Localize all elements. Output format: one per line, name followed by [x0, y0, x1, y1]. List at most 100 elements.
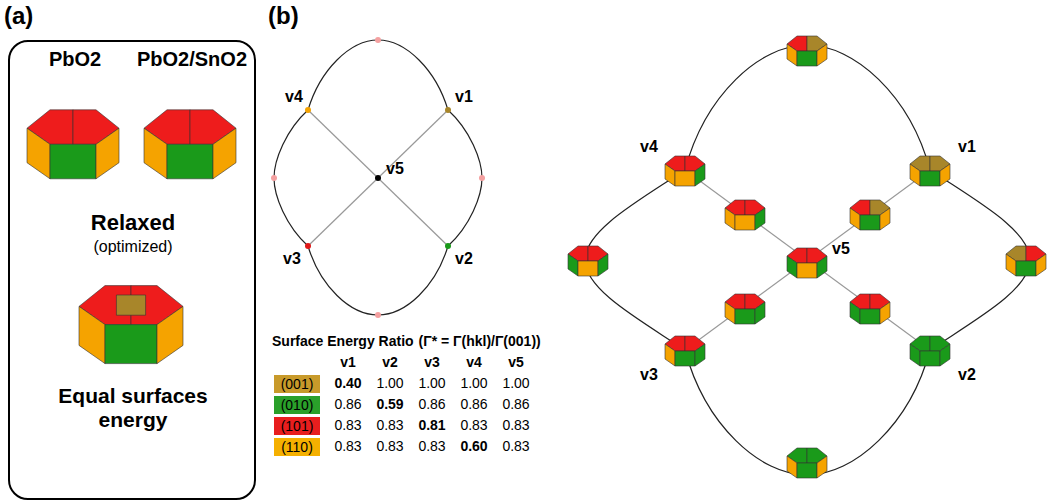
- crystal-shape: [787, 36, 827, 66]
- crystal-face: [817, 44, 827, 66]
- crystal-face: [665, 344, 675, 366]
- table-cell: (101): [274, 417, 320, 435]
- table-cell: 0.40: [334, 375, 361, 391]
- vertex-label: v1: [455, 88, 473, 106]
- crystal-face: [1016, 261, 1036, 276]
- graph-left: [274, 40, 482, 315]
- crystal-face: [27, 128, 50, 179]
- midpoint-dot: [375, 312, 381, 318]
- crystal-shape: [725, 200, 765, 230]
- vertex-label: v5: [832, 240, 850, 258]
- table-cell: (010): [274, 396, 320, 414]
- panel-text: (optimized): [93, 238, 172, 256]
- graph-dots: [271, 37, 485, 318]
- table-cell: 0.83: [502, 438, 529, 454]
- crystal-face: [817, 256, 827, 278]
- vertex-label: v3: [640, 366, 658, 384]
- vertex-dot: [445, 243, 451, 249]
- panel-letter: (a): [4, 2, 33, 30]
- crystal-face: [665, 164, 675, 186]
- table-cell: (110): [274, 438, 320, 456]
- crystal-face: [755, 208, 765, 230]
- crystal-face: [860, 309, 880, 324]
- crystal-face: [910, 164, 920, 186]
- table-cell: 0.83: [334, 438, 361, 454]
- table-cell: 0.83: [418, 438, 445, 454]
- crystal-face: [96, 128, 119, 179]
- table-cell: (001): [274, 375, 320, 393]
- crystal-face: [144, 128, 167, 179]
- crystal-face: [797, 51, 817, 66]
- vertex-dot: [375, 175, 381, 181]
- graph-diagonal: [685, 170, 930, 350]
- table-cell: 0.86: [334, 396, 361, 412]
- crystal-face: [1036, 254, 1046, 276]
- crystal-shape: [665, 336, 705, 366]
- table-cell: 0.83: [376, 438, 403, 454]
- crystal-face: [725, 208, 735, 230]
- table-cell: 0.81: [418, 417, 445, 433]
- crystal-face: [860, 215, 880, 230]
- vertex-label: v2: [958, 366, 976, 384]
- midpoint-dot: [271, 175, 277, 181]
- crystal-shape: [787, 448, 827, 478]
- crystal-shape: [850, 294, 890, 324]
- crystal-face: [787, 44, 797, 66]
- crystal-face: [850, 302, 860, 324]
- table-cell: 1.00: [460, 375, 487, 391]
- graph-diagonal: [308, 110, 448, 246]
- vertex-label: v5: [386, 160, 404, 178]
- graph-outline: [274, 40, 482, 315]
- crystal-shape: [787, 248, 827, 278]
- table-cell: 1.00: [418, 375, 445, 391]
- graph-right: [585, 45, 1030, 475]
- crystal-layer: [27, 36, 1046, 478]
- crystal-face: [116, 295, 145, 315]
- graph-outline: [585, 45, 1030, 475]
- panel-text: Relaxed: [91, 210, 175, 235]
- crystal-shape: [910, 336, 950, 366]
- crystal-shape: [1006, 246, 1046, 276]
- midpoint-dot: [375, 37, 381, 43]
- panel-text: PbO2: [49, 48, 101, 71]
- crystal-face: [920, 351, 940, 366]
- table-cell: 1.00: [376, 375, 403, 391]
- crystal-face: [675, 171, 695, 186]
- table-cell: 0.86: [502, 396, 529, 412]
- table-cell: 0.83: [502, 417, 529, 433]
- crystal-face: [735, 215, 755, 230]
- crystal-face: [940, 164, 950, 186]
- crystal-shape: [144, 110, 236, 179]
- crystal-face: [695, 344, 705, 366]
- table-title: Surface Energy Ratio: [272, 333, 414, 349]
- vertex-label: v4: [640, 138, 658, 156]
- crystal-face: [817, 456, 827, 478]
- vertex-dot: [305, 243, 311, 249]
- panel-text: Equal surfaces energy: [43, 384, 223, 432]
- vertex-label: v4: [285, 88, 303, 106]
- crystal-face: [880, 302, 890, 324]
- table-cell: 0.86: [418, 396, 445, 412]
- crystal-face: [725, 302, 735, 324]
- vertex-label: v1: [958, 138, 976, 156]
- midpoint-dot: [479, 175, 485, 181]
- crystal-face: [695, 164, 705, 186]
- crystal-face: [797, 463, 817, 478]
- crystal-face: [50, 144, 96, 179]
- vertex-label: v2: [455, 250, 473, 268]
- crystal-face: [787, 256, 797, 278]
- crystal-face: [157, 306, 183, 363]
- crystal-shape: [850, 200, 890, 230]
- table-header: v1: [340, 354, 356, 370]
- crystal-face: [1006, 254, 1016, 276]
- crystal-face: [105, 325, 157, 364]
- table-title: (Γ* = Γ(hkl)/Γ(001)): [419, 333, 541, 349]
- crystal-shape: [910, 156, 950, 186]
- crystal-shape: [27, 110, 119, 179]
- crystal-face: [910, 344, 920, 366]
- crystal-face: [568, 254, 578, 276]
- table-cell: 0.83: [334, 417, 361, 433]
- crystal-face: [755, 302, 765, 324]
- panel-box: PbO2PbO2/SnO2Relaxed(optimized)Equal sur…: [8, 40, 256, 500]
- crystal-face: [940, 344, 950, 366]
